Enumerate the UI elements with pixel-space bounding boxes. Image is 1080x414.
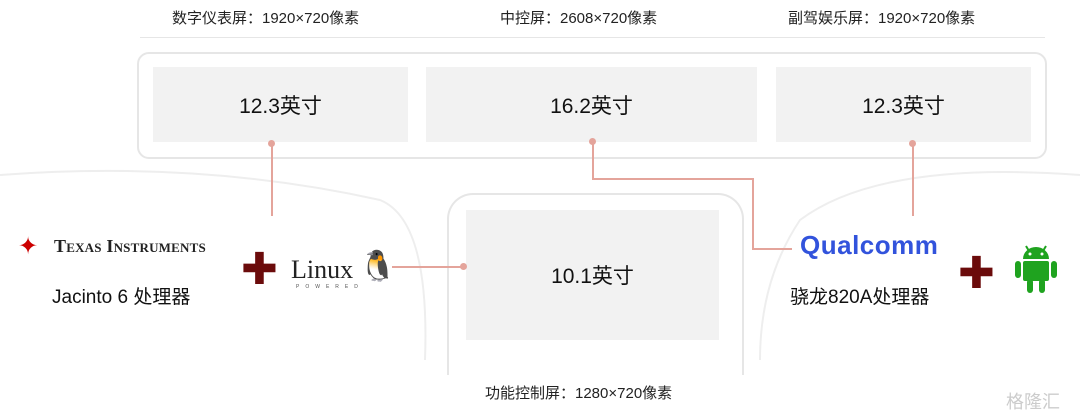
- connector-line: [392, 266, 462, 268]
- passenger-screen: 12.3英寸: [776, 67, 1031, 142]
- plus-icon: ✚: [958, 249, 995, 298]
- plus-icon: ✚: [241, 245, 278, 294]
- connector-line: [752, 178, 754, 249]
- divider: [140, 37, 1045, 38]
- tux-icon: 🐧: [359, 250, 397, 283]
- linux-logo: Linux: [291, 255, 354, 284]
- android-icon: [1015, 245, 1057, 293]
- connector-dot: [589, 138, 596, 145]
- ti-logo: Texas Instruments: [54, 236, 206, 256]
- linux-powered: POWERED: [296, 284, 364, 290]
- function-frame: [447, 193, 744, 375]
- center-screen: 16.2英寸: [426, 67, 757, 142]
- connector-line: [592, 142, 594, 179]
- ti-logo-icon: ✦: [18, 233, 39, 260]
- passenger-label: 副驾娱乐屏：1920×720像素: [788, 10, 976, 27]
- center-label: 中控屏：2608×720像素: [500, 10, 658, 27]
- background-curves: [0, 169, 1080, 361]
- connector-line: [752, 248, 792, 250]
- function-label: 功能控制屏：1280×720像素: [485, 385, 673, 402]
- qualcomm-logo: Qualcomm: [800, 230, 939, 260]
- connector-line: [592, 178, 754, 180]
- function-screen: 10.1英寸: [466, 210, 719, 340]
- cluster-screen: 12.3英寸: [153, 67, 408, 142]
- left-processor: Jacinto 6 处理器: [52, 287, 191, 308]
- right-processor: 骁龙820A处理器: [790, 287, 930, 308]
- cluster-label: 数字仪表屏：1920×720像素: [172, 10, 360, 27]
- connector-line: [271, 143, 273, 216]
- connector-dot: [460, 263, 467, 270]
- watermark: 格隆汇: [1006, 392, 1060, 412]
- connector-line: [912, 143, 914, 216]
